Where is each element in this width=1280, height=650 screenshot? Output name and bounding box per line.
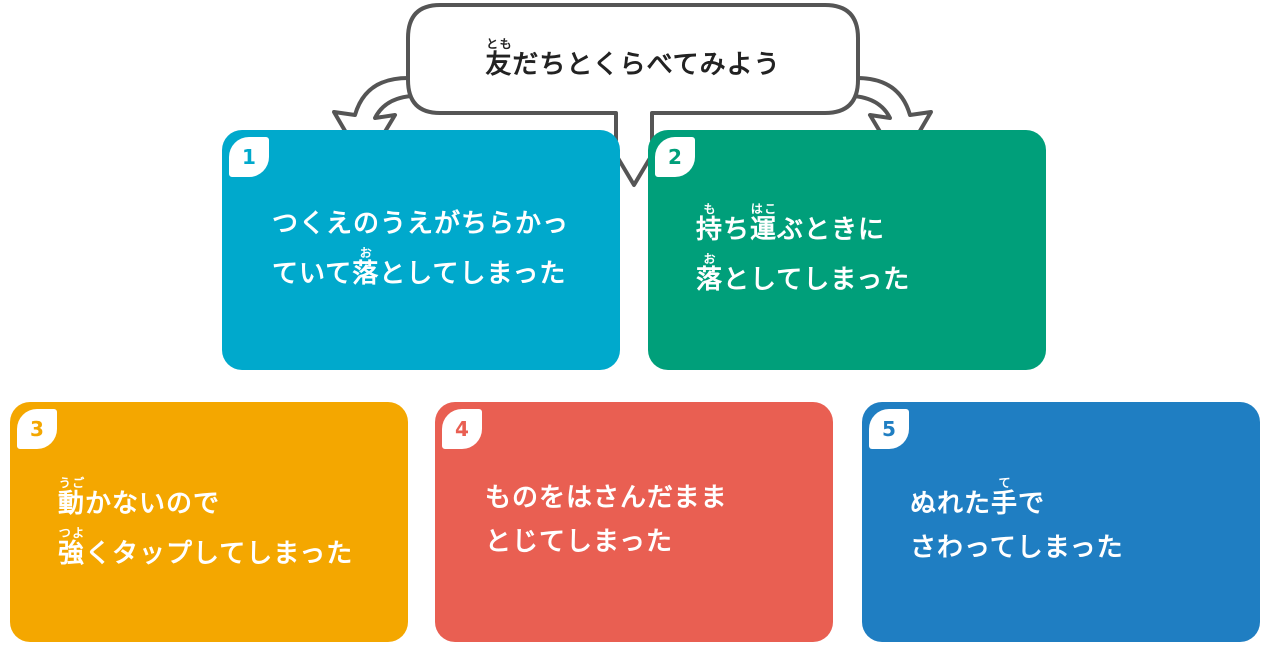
card-5: 5 ぬれた手てで さわってしまった xyxy=(862,402,1260,642)
card-text: 動うごかないので 強つよくタップしてしまった xyxy=(58,476,353,576)
card-4: 4 ものをはさんだまま とじてしまった xyxy=(435,402,833,642)
card-number: 2 xyxy=(655,137,695,177)
card-1: 1 つくえのうえがちらかっ ていて落おとしてしまった xyxy=(222,130,620,370)
card-line-2: とじてしまった xyxy=(485,527,673,557)
card-text: つくえのうえがちらかっ ていて落おとしてしまった xyxy=(272,202,569,296)
card-line-2: さわってしまった xyxy=(910,533,1124,563)
card-text: ぬれた手てで さわってしまった xyxy=(910,476,1124,570)
card-2: 2 持もち運はこぶときに 落おとしてしまった xyxy=(648,130,1046,370)
card-line-1: 持もち運はこぶときに xyxy=(696,202,886,245)
card-text: ものをはさんだまま とじてしまった xyxy=(485,476,727,564)
card-line-1: ものをはさんだまま xyxy=(485,483,728,513)
card-number: 4 xyxy=(442,409,482,449)
card-number: 3 xyxy=(17,409,57,449)
card-line-1: 動うごかないので xyxy=(58,476,221,519)
card-number: 5 xyxy=(869,409,909,449)
card-line-2: 落おとしてしまった xyxy=(696,252,911,295)
card-number: 1 xyxy=(229,137,269,177)
card-line-1: つくえのうえがちらかっ xyxy=(272,209,570,239)
card-line-1: ぬれた手てで xyxy=(910,476,1046,519)
card-3: 3 動うごかないので 強つよくタップしてしまった xyxy=(10,402,408,642)
card-text: 持もち運はこぶときに 落おとしてしまった xyxy=(696,202,910,302)
card-line-2: ていて落おとしてしまった xyxy=(272,246,567,289)
card-line-2: 強つよくタップしてしまった xyxy=(58,526,354,569)
